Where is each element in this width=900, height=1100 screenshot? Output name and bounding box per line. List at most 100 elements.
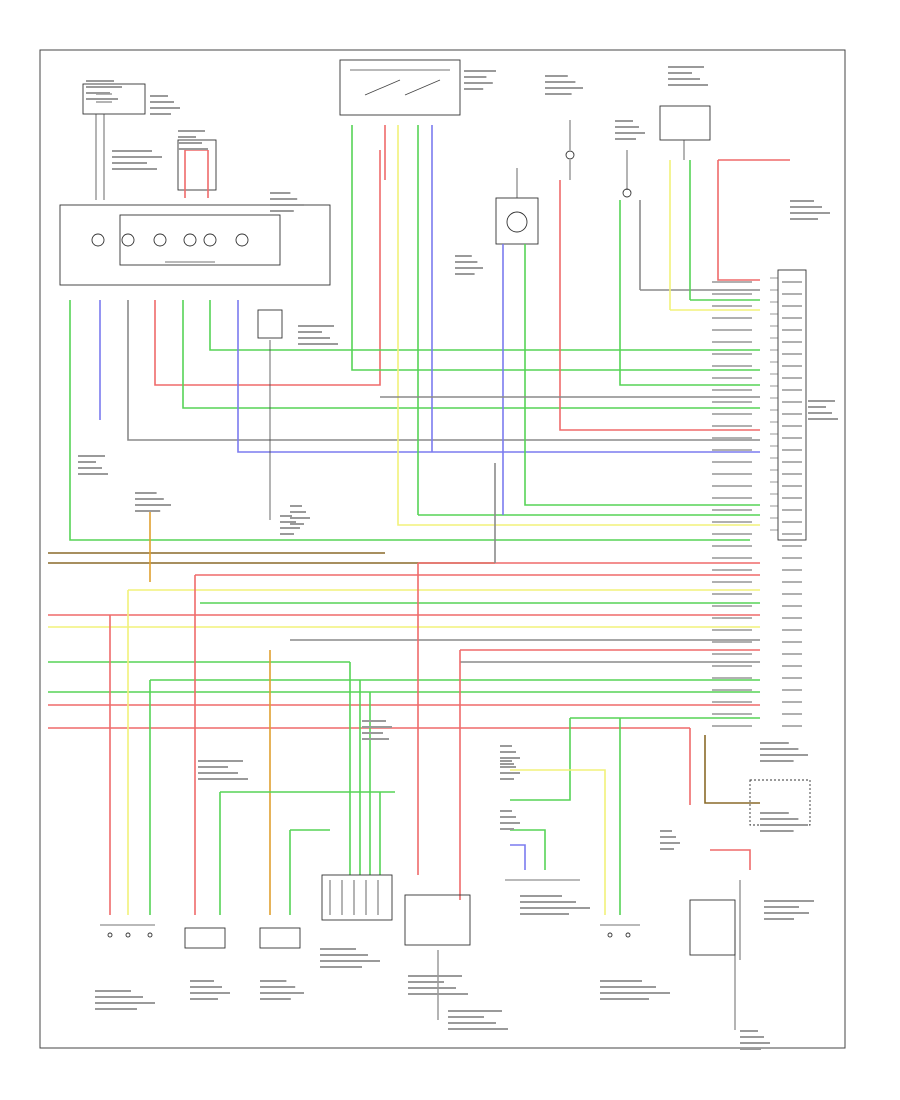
illegible-text-line	[545, 93, 572, 95]
wires	[48, 125, 790, 1030]
illegible-text-line	[270, 210, 294, 212]
illegible-text-line	[545, 81, 576, 83]
illegible-text-line	[764, 912, 809, 914]
illegible-text-line	[362, 738, 389, 740]
illegible-text-line	[660, 830, 672, 832]
illegible-text-line	[500, 828, 514, 830]
pin-tag	[782, 317, 802, 319]
illegible-text-line	[198, 760, 243, 762]
pin-tag	[782, 677, 802, 679]
wire-tag	[712, 713, 752, 715]
illegible-text-line	[190, 992, 230, 994]
illegible-text-line	[600, 980, 642, 982]
illegible-text-line	[150, 95, 168, 97]
illegible-text-line	[448, 1022, 496, 1024]
wire-tag	[712, 365, 752, 367]
illegible-text-line	[520, 913, 569, 915]
illegible-text-line	[362, 720, 386, 722]
illegible-text-line	[500, 772, 520, 774]
illegible-text-line	[95, 996, 143, 998]
pin-tag	[782, 449, 802, 451]
illegible-text-line	[615, 120, 633, 122]
illegible-text-line	[740, 1036, 764, 1038]
switch-bottom-right	[600, 924, 640, 938]
wire-tag	[712, 317, 752, 319]
illegible-text-line	[408, 981, 444, 983]
pin-tag	[782, 665, 802, 667]
wire-tag	[712, 629, 752, 631]
illegible-text-line	[464, 76, 487, 78]
illegible-text-line	[78, 473, 108, 475]
illegible-text-line	[95, 1002, 155, 1004]
illegible-text-line	[545, 75, 568, 77]
illegible-text-line	[280, 533, 294, 535]
illegible-text-line	[500, 778, 514, 780]
switch-top-right-c	[659, 105, 711, 160]
illegible-text-line	[320, 960, 380, 962]
pin-tag	[782, 413, 802, 415]
illegible-text-line	[520, 901, 576, 903]
illegible-text-line	[500, 745, 512, 747]
wire-tag	[712, 725, 752, 727]
illegible-text-line	[408, 975, 462, 977]
pin-tag	[782, 485, 802, 487]
illegible-text-line	[500, 760, 512, 762]
illegible-text-line	[764, 900, 814, 902]
wire-tag	[712, 605, 752, 607]
illegible-text-line	[600, 998, 649, 1000]
illegible-text-line	[290, 517, 310, 519]
illegible-text-line	[500, 810, 512, 812]
illegible-text-line	[740, 1048, 761, 1050]
pin-tag	[782, 389, 802, 391]
illegible-text-line	[464, 82, 493, 84]
illegible-text-line	[78, 461, 96, 463]
pin-tag	[782, 701, 802, 703]
pin-tag	[782, 425, 802, 427]
wire-tag	[712, 449, 752, 451]
illegible-text-line	[95, 1008, 137, 1010]
illegible-text-line	[600, 986, 656, 988]
wire-tag	[712, 437, 752, 439]
diagram-border	[39, 49, 846, 1049]
illegible-text-line	[280, 515, 292, 517]
illegible-text-line	[760, 824, 808, 826]
wire-tag	[712, 293, 752, 295]
illegible-text-line	[668, 66, 704, 68]
illegible-text-line	[520, 895, 562, 897]
pin-tag	[782, 437, 802, 439]
wire-tag	[712, 497, 752, 499]
switch-top-right-b	[622, 150, 632, 198]
wire-tag	[712, 569, 752, 571]
illegible-text-line	[198, 778, 248, 780]
illegible-text-line	[135, 492, 157, 494]
illegible-text-line	[790, 218, 818, 220]
pin-tag	[782, 617, 802, 619]
pin-tag	[782, 401, 802, 403]
ecm-connector	[770, 269, 807, 541]
pin-tag	[782, 653, 802, 655]
illegible-text-line	[298, 343, 338, 345]
pin-tag	[782, 689, 802, 691]
ignition-switch-block	[339, 59, 461, 116]
illegible-text-line	[808, 406, 826, 408]
wire-tag	[712, 281, 752, 283]
wire-tag	[712, 485, 752, 487]
pin-tag	[782, 533, 802, 535]
wire-tag	[712, 461, 752, 463]
illegible-text-line	[112, 162, 147, 164]
illegible-text-line	[260, 992, 304, 994]
pin-tag	[782, 593, 802, 595]
illegible-text-line	[320, 954, 368, 956]
pin-tag	[782, 713, 802, 715]
main-relay-box	[59, 204, 331, 339]
illegible-text-line	[150, 101, 174, 103]
illegible-text-line	[178, 136, 196, 138]
illegible-text-line	[808, 400, 835, 402]
illegible-text-line	[298, 331, 322, 333]
illegible-text-line	[760, 760, 794, 762]
illegible-text-line	[112, 156, 162, 158]
illegible-text-line	[190, 980, 214, 982]
illegible-text-line	[150, 107, 180, 109]
label-marks	[78, 66, 838, 1050]
illegible-text-line	[298, 337, 330, 339]
